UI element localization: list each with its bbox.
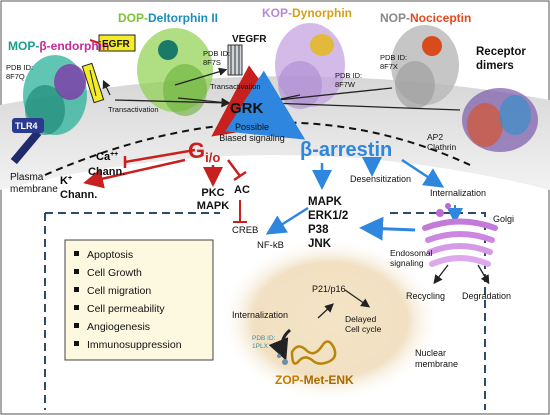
effect-item: Immunosuppression [87,339,182,351]
tlr4-badge [12,118,44,133]
mop-title: MOP-β-endorphin [8,39,109,53]
arrow-p21-delayed [344,289,371,308]
cytoplasm-boundary [44,212,486,410]
gio-inhibit-ac [227,159,241,177]
dop-pdb: PDB ID:8F7S [203,49,230,67]
nop-pdb: PDB ID:8F7X [380,53,407,71]
effects-bullet [74,287,79,292]
p21-label: P21/p16 [312,284,346,294]
arrow-transactivation-egfr [102,79,111,96]
ac-label: AC [234,184,250,196]
effects-bullet [74,269,79,274]
egfr-label: EGFR [102,39,131,50]
kop-pdb: PDB ID:8F7W [335,71,362,89]
mop-receptor [23,55,87,135]
arrow-recycling [433,264,449,285]
arrow-mapk-nfkb [265,206,309,235]
kop-title: KOP-Dynorphin [262,6,352,20]
grk-label: GRK [230,100,264,117]
k-chann-label: Chann. [60,189,97,201]
nop-receptor [391,25,459,109]
golgi-apparatus [422,203,498,267]
transactivation-label-2: Transactivation [108,105,159,114]
zop-title: ZOP-Met-ENK [275,373,354,387]
effect-item: Cell migration [87,285,151,297]
recycling-label: Recycling [406,291,445,301]
effect-item: Cell Growth [87,267,142,279]
nop-title: NOP-Nociceptin [380,11,471,25]
vegfr-icon [227,44,243,76]
arrow-internalization-curve [268,328,292,361]
gio-inhibit-ca [124,148,196,164]
effects-bullet [74,305,79,310]
effect-item: Cell permeability [87,303,165,315]
golgi-label: Golgi [493,214,514,224]
barrestin-label: β-arrestin [300,139,392,161]
effect-item: Apoptosis [87,249,133,261]
gio-label: Gi/o [188,138,220,165]
nfkb-label: NF-kB [257,240,284,251]
egfr-icon [81,62,105,104]
tlr4-label: TLR4 [15,121,38,131]
effect-item: Angiogenesis [87,321,150,333]
internalization-nuc-label: Internalization [232,310,288,320]
effects-box [64,239,214,361]
gio-arrow-k [83,158,186,189]
degradation-label: Degradation [462,291,511,301]
transactivation-label-1: Transactivation [210,82,261,91]
arrow-degradation [477,264,490,285]
zop-structure [277,340,337,365]
gio-inhibit-ac-bar [233,170,247,182]
creb-label: CREB [232,225,258,236]
dop-receptor [137,28,213,116]
arrow-barr-internalization [401,158,445,188]
arrow-nuc-p21 [317,303,334,319]
zop-pdb-label: PDB ID:1PLX [252,335,276,350]
arrow-mop-grk [114,98,231,108]
ca-channel-label: Ca++ [96,151,118,163]
nucleus [220,238,440,402]
tlr4-icon [10,129,42,165]
vegfr-label: VEGFR [232,34,267,45]
effects-bullet [74,251,79,256]
ca-chann-label: Chann. [88,166,125,178]
arrow-grk-barrestin [225,70,306,140]
desensitization-label: Desensitization [350,174,411,184]
dop-title: DOP-Deltorphin II [118,11,218,25]
egfr-pointer [89,39,100,44]
receptor-dimers-structure [462,88,538,152]
arrow-endosomal-mapk [359,216,416,241]
internalization-label: Internalization [430,188,486,198]
mop-pdb: PDB ID:8F7Q [6,63,33,81]
effects-bullet [74,323,79,328]
effects-bullet [74,341,79,346]
k-channel-label: K+ [60,175,72,187]
